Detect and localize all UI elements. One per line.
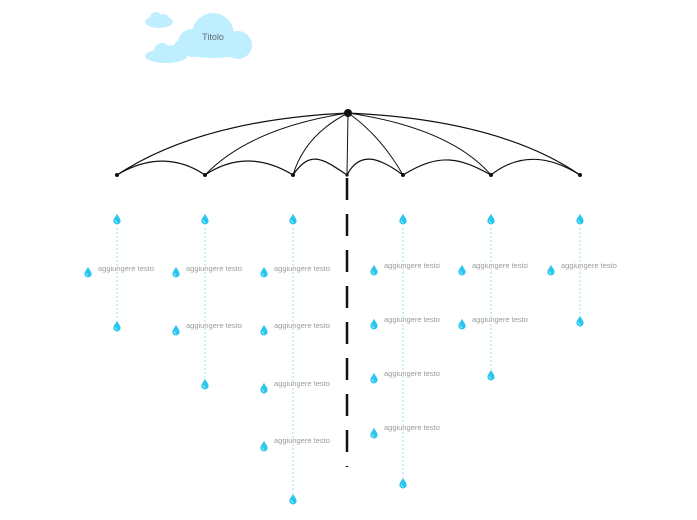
branch-5 — [458, 213, 495, 381]
raindrop-icon — [289, 493, 297, 505]
node-label[interactable]: aggiungere testo — [384, 261, 440, 270]
node-label[interactable]: aggiungere testo — [472, 315, 528, 324]
rib-tip-dot — [291, 173, 295, 177]
branch-4 — [370, 213, 407, 489]
node-label[interactable]: aggiungere testo — [274, 321, 330, 330]
raindrop-icon — [370, 318, 378, 330]
rib-tip-dot — [344, 109, 352, 117]
canopy-rib — [292, 112, 349, 176]
raindrop-icon — [172, 324, 180, 336]
raindrop-icon — [201, 378, 209, 390]
raindrop-icon — [458, 264, 466, 276]
node-label[interactable]: aggiungere testo — [384, 423, 440, 432]
node-label[interactable]: aggiungere testo — [98, 264, 154, 273]
raindrop-icon — [113, 320, 121, 332]
raindrop-icon — [399, 213, 407, 225]
raindrop-icon — [487, 213, 495, 225]
raindrop-icon — [370, 427, 378, 439]
raindrop-icon — [370, 264, 378, 276]
canopy-rib — [347, 112, 404, 176]
node-label[interactable]: aggiungere testo — [384, 315, 440, 324]
cloud-icon — [145, 43, 187, 63]
raindrop-icon — [458, 318, 466, 330]
node-label[interactable]: aggiungere testo — [186, 321, 242, 330]
rib-tip-dot — [401, 173, 405, 177]
raindrop-icon — [399, 477, 407, 489]
branch-6 — [547, 213, 584, 327]
rib-tip-dot — [578, 173, 582, 177]
canopy-edge — [346, 158, 404, 176]
raindrop-icon — [84, 266, 92, 278]
umbrella-canopy — [116, 112, 581, 176]
raindrop-icon — [201, 213, 209, 225]
canopy-edge — [292, 158, 348, 176]
node-label[interactable]: aggiungere testo — [561, 261, 617, 270]
canopy-edge — [116, 160, 206, 176]
raindrop-icon — [260, 324, 268, 336]
branch-3 — [260, 213, 297, 505]
canopy-edge — [402, 159, 492, 176]
rib-tip-dot — [115, 173, 119, 177]
canopy-edge — [490, 158, 581, 176]
rib-tip-dot — [489, 173, 493, 177]
raindrop-icon — [289, 213, 297, 225]
node-label[interactable]: aggiungere testo — [274, 436, 330, 445]
canopy-edge — [204, 160, 294, 176]
raindrop-icon — [370, 372, 378, 384]
canopy-rib — [347, 112, 581, 176]
cloud-icon — [174, 13, 252, 59]
node-label[interactable]: aggiungere testo — [274, 264, 330, 273]
raindrop-icon — [260, 266, 268, 278]
canopy-rib — [204, 112, 349, 176]
raindrop-icon — [487, 369, 495, 381]
raindrop-icon — [576, 315, 584, 327]
rib-tip-dot — [345, 173, 349, 177]
canopy-rib — [347, 112, 492, 176]
node-label[interactable]: aggiungere testo — [274, 379, 330, 388]
branch-2 — [172, 213, 209, 390]
rib-tips — [115, 109, 582, 177]
raindrop-icon — [547, 264, 555, 276]
canopy-rib — [116, 112, 349, 176]
cloud-icon — [145, 12, 173, 28]
raindrop-icon — [260, 440, 268, 452]
branch-1 — [84, 213, 121, 332]
raindrop-icon — [172, 266, 180, 278]
node-label[interactable]: aggiungere testo — [186, 264, 242, 273]
node-label[interactable]: aggiungere testo — [472, 261, 528, 270]
raindrop-icon — [113, 213, 121, 225]
raindrop-icon — [260, 382, 268, 394]
canopy-rib — [346, 112, 349, 176]
node-label[interactable]: aggiungere testo — [384, 369, 440, 378]
diagram-title[interactable]: Titolo — [202, 32, 224, 42]
raindrop-icon — [576, 213, 584, 225]
rib-tip-dot — [203, 173, 207, 177]
